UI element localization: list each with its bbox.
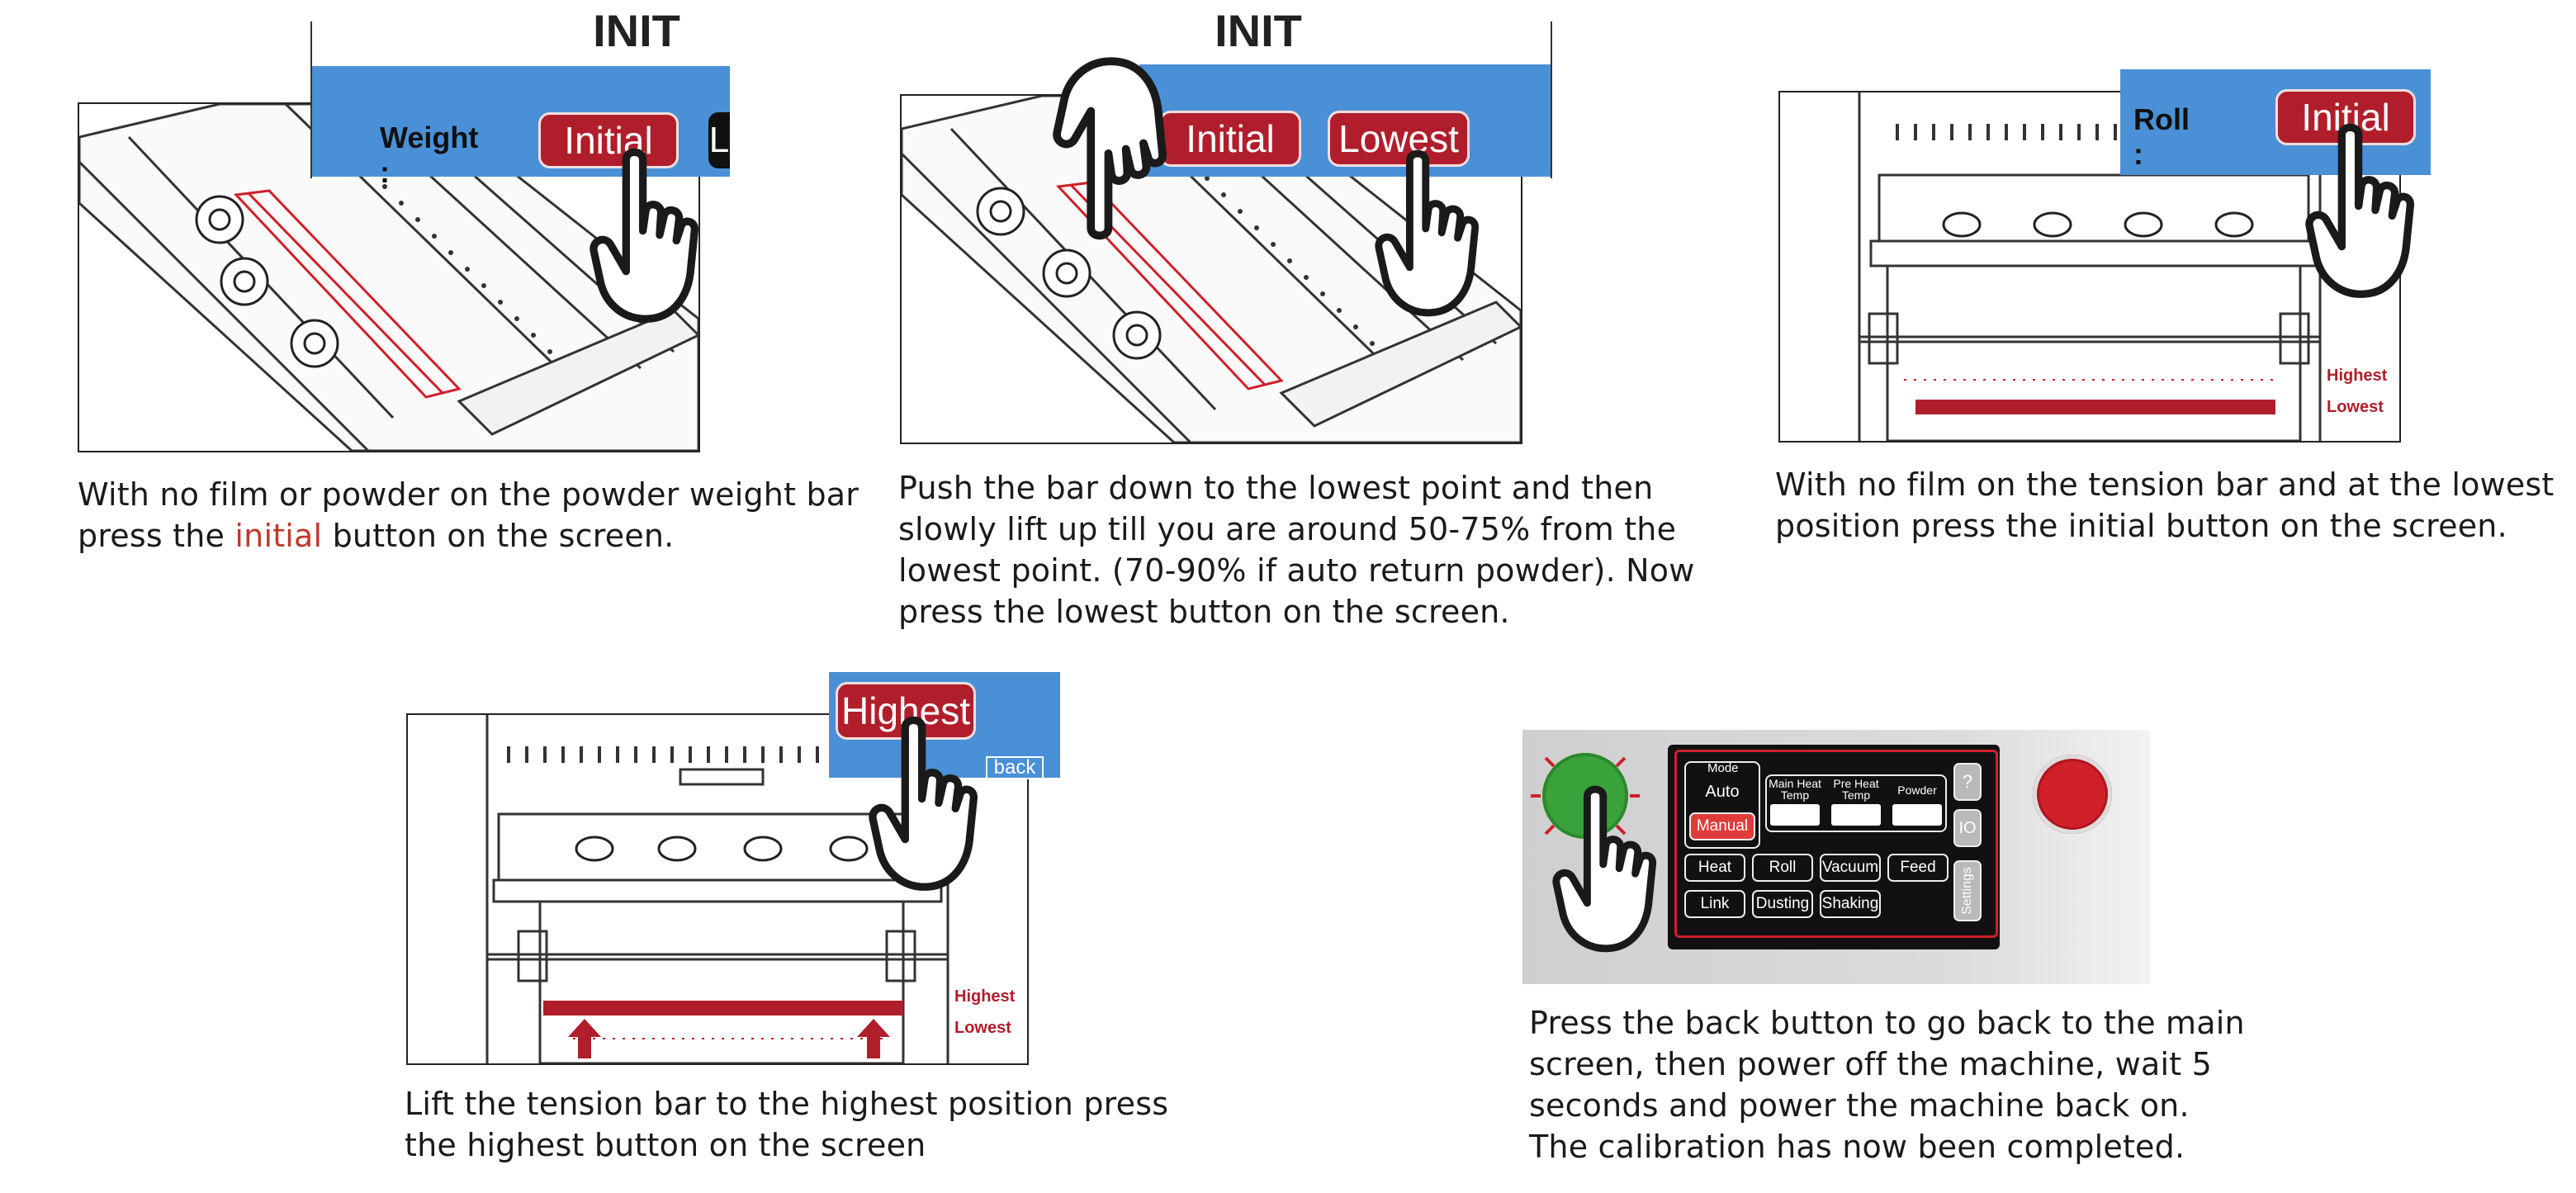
step1-hand-icon [580,147,712,329]
step2-screen-edge [1551,21,1552,178]
roll-label: Roll : [2133,102,2190,171]
help-button[interactable]: ? [1953,763,1982,801]
emergency-stop-button[interactable] [2033,755,2112,834]
step4-lowest-label: Lowest [954,1019,1011,1037]
step1-caption: With no film or powder on the powder wei… [78,474,903,556]
step1-partial-button: L [708,112,730,168]
main-heat-temp-label: Main Heat Temp [1769,777,1821,802]
temp-group-outline [1765,774,1947,832]
step3-caption: With no film on the tension bar and at t… [1775,466,2555,544]
dusting-button[interactable]: Dusting [1752,890,1813,918]
weight-label: Weight : [380,121,479,189]
step2-hand-icon [1362,149,1494,322]
vacuum-button[interactable]: Vacuum [1820,854,1881,882]
step3-hand-icon [2295,122,2427,304]
mode-group [1684,761,1760,849]
touch-screen-frame [1674,750,1998,938]
io-button[interactable]: IO [1953,809,1982,847]
auto-button[interactable]: Auto [1689,778,1755,806]
roll-button[interactable]: Roll [1752,854,1813,882]
step2-caption: Push the bar down to the lowest point an… [898,470,1695,630]
settings-button[interactable]: Settings [1953,860,1982,921]
step1-caption-part2: button on the screen. [322,518,675,554]
heat-button[interactable]: Heat [1684,854,1745,882]
link-button[interactable]: Link [1684,890,1745,918]
step3-lowest-label: Lowest [2327,398,2384,416]
step3-highest-label: Highest [2327,367,2388,385]
step4-hand-icon [859,715,991,897]
tension-bar-drawing [1858,92,2322,441]
step4-back-button[interactable]: back [986,756,1044,779]
shaking-button[interactable]: Shaking [1820,890,1881,918]
step4-highest-label: Highest [954,987,1016,1006]
step1-caption-highlight: initial [234,518,323,554]
step5-caption: Press the back button to go back to the … [1529,1005,2245,1165]
powder-weight-bar-drawing [79,104,698,451]
manual-button[interactable]: Manual [1689,812,1755,840]
step1-screen-edge [310,21,312,178]
powder-value[interactable] [1892,804,1942,826]
pre-heat-temp-label: Pre Heat Temp [1833,777,1879,802]
settings-button-label: Settings [1960,867,1974,915]
step4-caption: Lift the tension bar to the highest posi… [405,1086,1169,1163]
step1-caption-part1: With no film or powder on the powder wei… [78,476,859,554]
pre-heat-temp-value[interactable] [1831,804,1881,826]
step2-partial-header: INIT [1215,7,1302,46]
power-button-glow-icon [1531,756,1640,836]
mode-label: Mode [1707,761,1739,775]
step2-initial-button[interactable]: Initial [1159,111,1301,167]
main-heat-temp-value[interactable] [1770,804,1820,826]
step5-hand-icon [1544,784,1668,958]
feed-button[interactable]: Feed [1887,854,1949,882]
step2-lowest-button[interactable]: Lowest [1328,111,1470,167]
powder-label: Powder [1897,783,1937,797]
step2-hand-down-icon [1045,51,1177,241]
step1-partial-header: INIT [593,7,680,46]
